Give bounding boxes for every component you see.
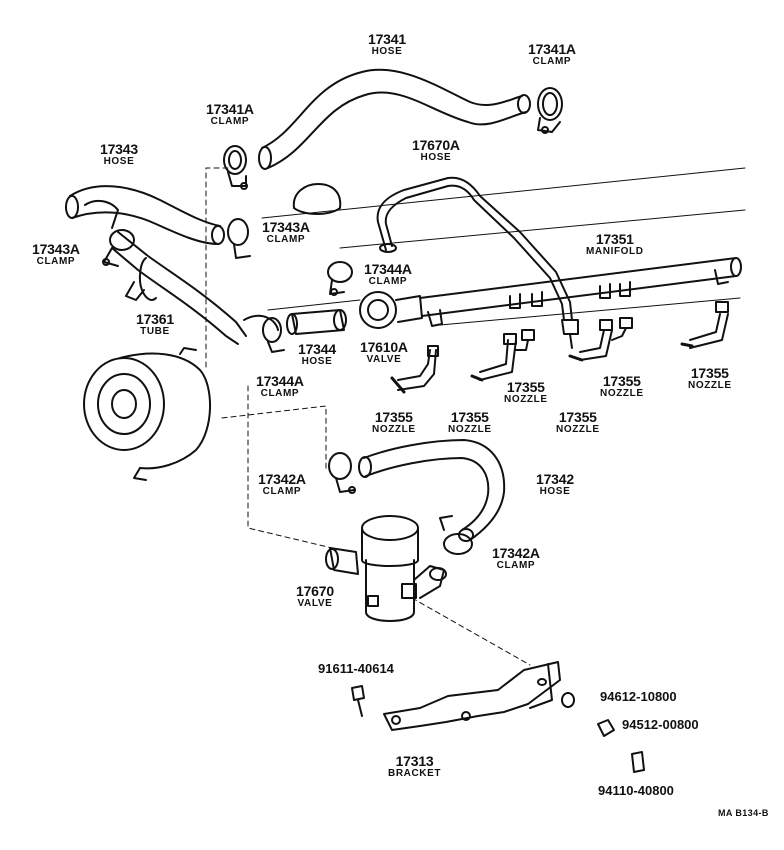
bracket-17313-drawing — [383, 661, 561, 731]
dashed-leaders — [205, 167, 531, 666]
hose-17341-drawing — [258, 68, 531, 170]
label-nozzle-c: 17355 NOZZLE — [504, 379, 548, 405]
label-clamp-17341a-left: 17341A CLAMP — [206, 101, 254, 127]
label-washer-part-number: 94612-10800 — [600, 689, 677, 704]
clamp-17341a-left-drawing — [223, 145, 248, 190]
label-nozzle-b: 17355 NOZZLE — [448, 409, 492, 435]
clamp-17342a-drawings — [328, 452, 473, 555]
label-clamp-17342a-right: 17342A CLAMP — [492, 545, 540, 571]
label-hose-17670a: 17670A HOSE — [412, 137, 460, 163]
hose-17670a-drawing — [376, 176, 579, 349]
cap-drawing — [292, 183, 342, 215]
label-clamp-17343a-right: 17343A CLAMP — [262, 219, 310, 245]
label-valve-17610a: 17610A VALVE — [360, 339, 408, 365]
valve-17610a-assembly-drawing — [262, 261, 423, 353]
label-hose-17343: 17343 HOSE — [100, 141, 138, 167]
label-nozzle-d: 17355 NOZZLE — [556, 409, 600, 435]
label-clamp-17343a-left: 17343A CLAMP — [32, 241, 80, 267]
hose-17343-drawing — [65, 185, 225, 245]
label-manifold-17351: 17351 MANIFOLD — [586, 231, 644, 257]
fastener-drawings — [351, 685, 645, 773]
label-clamp-17344a-top: 17344A CLAMP — [364, 261, 412, 287]
label-clamp-17344a-bottom: 17344A CLAMP — [256, 373, 304, 399]
label-clamp-17341a-top: 17341A CLAMP — [528, 41, 576, 67]
label-cap-nut-part-number: 94110-40800 — [598, 783, 674, 798]
label-nozzle-a: 17355 NOZZLE — [372, 409, 416, 435]
nozzle-drawings — [390, 301, 729, 394]
clamp-17343a-drawings — [102, 218, 251, 267]
label-clamp-17342a-left: 17342A CLAMP — [258, 471, 306, 497]
label-nozzle-e: 17355 NOZZLE — [600, 373, 644, 399]
label-nut-part-number: 94512-00800 — [622, 717, 699, 732]
label-valve-17670: 17670 VALVE — [296, 583, 334, 609]
label-bolt-part-number: 91611-40614 — [318, 661, 394, 676]
alternator-drawing — [83, 347, 211, 481]
hose-17342-drawing — [358, 439, 506, 542]
label-hose-17344: 17344 HOSE — [298, 341, 336, 367]
engine-outline — [261, 167, 746, 326]
label-tube-17361: 17361 TUBE — [136, 311, 174, 337]
clamp-17341a-top-drawing — [537, 87, 563, 134]
label-nozzle-f: 17355 NOZZLE — [688, 365, 732, 391]
label-hose-17341: 17341 HOSE — [368, 31, 406, 57]
manifold-17351-drawing — [419, 257, 742, 327]
label-hose-17342: 17342 HOSE — [536, 471, 574, 497]
reference-code: MA B134-B — [718, 808, 769, 818]
valve-17670-drawing — [325, 515, 447, 622]
tube-17361-drawing — [111, 231, 279, 345]
label-bracket-17313: 17313 BRACKET — [388, 753, 442, 779]
